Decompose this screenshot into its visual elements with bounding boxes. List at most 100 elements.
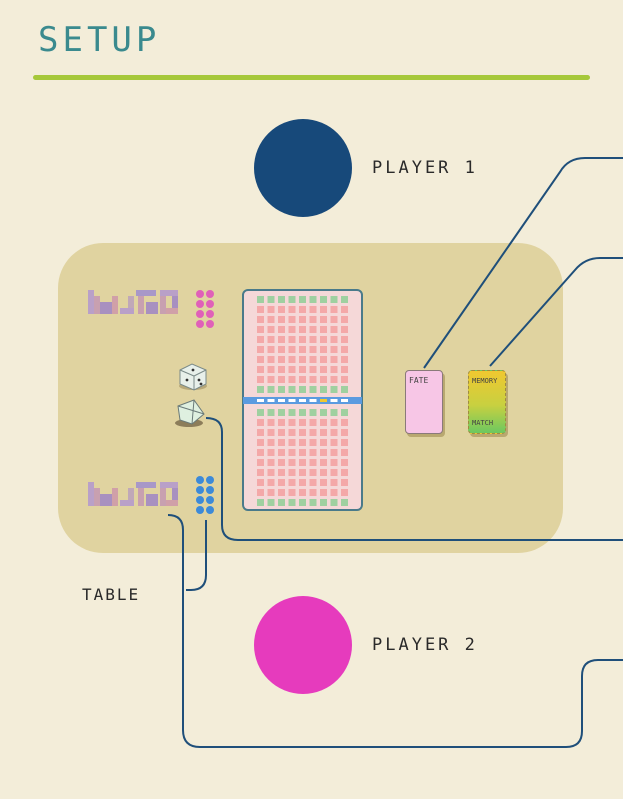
board-cell [257, 306, 264, 313]
board-cell [341, 419, 348, 426]
board-cell [320, 449, 327, 456]
board-cell [330, 489, 338, 496]
blue-peg-cluster [196, 476, 214, 514]
board-cell [267, 336, 275, 343]
board-cell [267, 449, 275, 456]
board-cell [257, 419, 264, 426]
board-cell [267, 499, 275, 506]
memory-card-title: MEMORY [472, 377, 498, 385]
board-cell [257, 356, 264, 363]
board-cell [299, 479, 306, 486]
board-cell [309, 386, 317, 393]
board-cell [330, 306, 338, 313]
board-cell [309, 366, 317, 373]
board-cell [341, 469, 348, 476]
board-cell [257, 449, 264, 456]
board-cell [330, 459, 338, 466]
board-cell [330, 296, 338, 303]
board-cell [330, 479, 338, 486]
fate-card-title: FATE [409, 376, 429, 385]
board-cell [320, 459, 327, 466]
board-cell [267, 306, 275, 313]
board-cell [278, 376, 285, 383]
board-cell [299, 316, 306, 323]
board-cell [288, 499, 296, 506]
board-cell [299, 356, 306, 363]
board-cell [341, 479, 348, 486]
board-cell [278, 489, 285, 496]
board-cell [267, 409, 275, 416]
board-cell [278, 499, 285, 506]
board-cell [288, 489, 296, 496]
board-cell [288, 419, 296, 426]
board-cell [309, 316, 317, 323]
board-cell [341, 296, 348, 303]
board-cell [257, 386, 264, 393]
board-cell [257, 326, 264, 333]
board-cell [341, 499, 348, 506]
board-cell [278, 419, 285, 426]
divider-mark [299, 399, 306, 402]
title-underline [33, 75, 590, 80]
board-cell [267, 296, 275, 303]
board-cell [267, 489, 275, 496]
board-cell [309, 419, 317, 426]
board-cell [320, 346, 327, 353]
board-cell [330, 409, 338, 416]
dice-connector [205, 417, 623, 541]
board-cell [278, 429, 285, 436]
board-cell [299, 296, 306, 303]
player-1-token [254, 119, 352, 217]
board-cell [320, 469, 327, 476]
board-cell [288, 316, 296, 323]
board-cell [299, 376, 306, 383]
divider-mark [330, 399, 338, 402]
board-cell [288, 479, 296, 486]
board-cell [299, 419, 306, 426]
board-cell [278, 479, 285, 486]
board-cell [309, 489, 317, 496]
table-label: TABLE [82, 585, 141, 604]
board-cell [320, 296, 327, 303]
board-cell [278, 366, 285, 373]
board-cell [257, 376, 264, 383]
board-cell [341, 326, 348, 333]
board-cell [320, 336, 327, 343]
board-cell [341, 459, 348, 466]
divider-mark [320, 399, 327, 402]
board-cell [257, 409, 264, 416]
board-cell [257, 316, 264, 323]
board-cell [309, 499, 317, 506]
board-cell [320, 499, 327, 506]
board-cell [288, 356, 296, 363]
board-cell [320, 306, 327, 313]
board-cell [320, 419, 327, 426]
board-cell [309, 469, 317, 476]
board-cell [257, 346, 264, 353]
board-cell [257, 429, 264, 436]
divider-mark [309, 399, 317, 402]
board-cell [299, 306, 306, 313]
board-cell [278, 326, 285, 333]
board-cell [309, 376, 317, 383]
board-cell [267, 469, 275, 476]
board-cell [309, 459, 317, 466]
player-1-label: PLAYER 1 [372, 158, 478, 178]
board-cell [278, 356, 285, 363]
board-cell [288, 469, 296, 476]
board-cell [341, 376, 348, 383]
connector-lines [167, 157, 623, 748]
board-cell [341, 306, 348, 313]
table-label-connector [186, 520, 207, 591]
board-cell [299, 499, 306, 506]
board-cell [299, 386, 306, 393]
board-cell [288, 376, 296, 383]
fate-card: FATE [405, 370, 443, 434]
board-cell [341, 449, 348, 456]
player-2-token [254, 596, 352, 694]
board-cell [299, 459, 306, 466]
board-cell [299, 429, 306, 436]
board-cell [299, 346, 306, 353]
board-cell [267, 479, 275, 486]
board-cell [330, 419, 338, 426]
